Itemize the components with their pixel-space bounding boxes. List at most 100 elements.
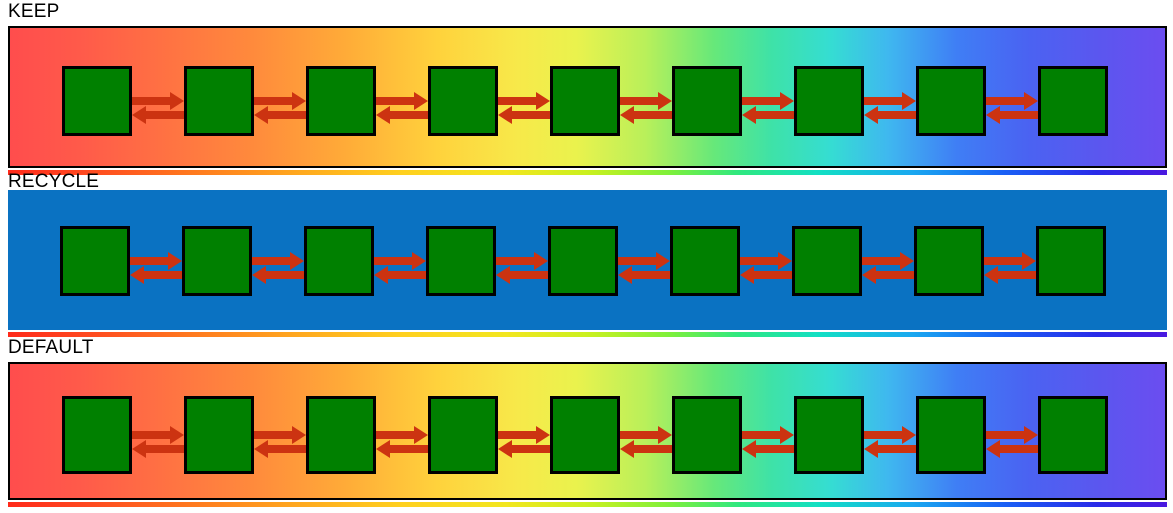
arrow-pair [986,396,1038,474]
arrow-head [168,252,182,270]
arrow-shaft [632,271,670,279]
arrow-head [1024,92,1038,110]
arrow-right [254,92,306,110]
arrow-shaft [986,431,1024,439]
node-box [426,226,496,296]
arrow-head [742,440,756,458]
arrow-shaft [756,111,794,119]
arrow-shaft [756,445,794,453]
arrow-left [374,266,426,284]
arrow-pair [376,66,428,136]
node-box [62,396,132,474]
arrow-head [618,266,632,284]
arrow-shaft [130,257,168,265]
arrow-shaft [878,111,916,119]
arrow-shaft [268,445,306,453]
arrow-left [984,266,1036,284]
arrow-left [620,106,672,124]
arrow-right [376,92,428,110]
arrow-left [862,266,914,284]
node-box [550,66,620,136]
node-box [306,396,376,474]
arrow-shaft [742,431,780,439]
arrow-head [986,440,1000,458]
arrow-head [780,426,794,444]
colorbar-strip-default [8,502,1167,507]
arrow-shaft [146,445,184,453]
arrow-left [986,106,1038,124]
arrow-shaft [376,431,414,439]
arrow-right [498,92,550,110]
section-label-recycle: RECYCLE [8,171,100,192]
arrow-left [740,266,792,284]
arrow-pair [618,226,670,296]
arrow-shaft [512,445,550,453]
node-box [428,396,498,474]
arrow-right [986,92,1038,110]
arrow-head [1022,252,1036,270]
node-box [670,226,740,296]
arrow-head [292,426,306,444]
arrow-left [376,440,428,458]
arrow-head [536,426,550,444]
arrow-shaft [252,257,290,265]
node-box [184,66,254,136]
arrow-pair [252,226,304,296]
arrow-pair [620,396,672,474]
arrow-shaft [742,97,780,105]
arrow-pair [254,66,306,136]
arrow-shaft [740,257,778,265]
panel-keep [8,26,1167,168]
arrow-shaft [754,271,792,279]
arrow-pair [620,66,672,136]
arrow-left [864,440,916,458]
arrow-head [780,92,794,110]
arrow-head [902,92,916,110]
section-label-default: DEFAULT [8,337,94,358]
arrow-left [252,266,304,284]
arrow-head [658,426,672,444]
arrow-pair [862,226,914,296]
arrow-head [130,266,144,284]
arrow-shaft [620,97,658,105]
arrow-right [620,92,672,110]
arrow-right [742,426,794,444]
arrow-pair [984,226,1036,296]
arrow-head [656,252,670,270]
arrow-right [498,426,550,444]
arrow-left [620,440,672,458]
arrow-right [742,92,794,110]
arrow-head [170,426,184,444]
arrow-right [618,252,670,270]
node-box [306,66,376,136]
node-box [792,226,862,296]
arrow-left [254,440,306,458]
arrow-head [1024,426,1038,444]
arrow-right [254,426,306,444]
arrow-shaft [1000,445,1038,453]
arrow-head [254,106,268,124]
arrow-shaft [998,271,1036,279]
arrow-head [132,106,146,124]
panel-default [8,362,1167,500]
arrow-shaft [510,271,548,279]
arrow-shaft [864,431,902,439]
arrow-head [902,426,916,444]
node-box [428,66,498,136]
node-box [1038,396,1108,474]
arrow-head [254,440,268,458]
arrow-shaft [864,97,902,105]
arrow-pair [130,226,182,296]
arrow-pair [740,226,792,296]
node-box [914,226,984,296]
arrow-head [414,92,428,110]
arrow-shaft [878,445,916,453]
arrow-shaft [862,257,900,265]
node-box [794,66,864,136]
arrow-pair [742,396,794,474]
arrow-pair [864,66,916,136]
arrow-right [132,426,184,444]
node-box [916,66,986,136]
node-box [184,396,254,474]
node-box [1036,226,1106,296]
